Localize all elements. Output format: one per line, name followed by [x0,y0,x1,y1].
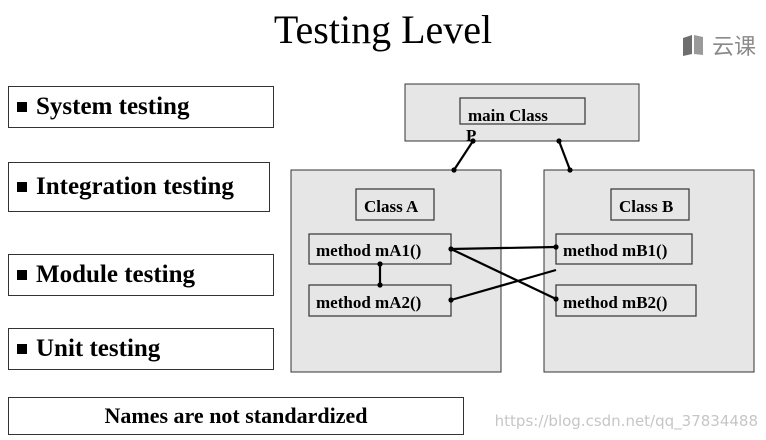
level-label: System testing [36,93,190,120]
junction-dots [377,138,573,303]
bullet-icon [17,102,27,112]
connector-ma2-to-mb2 [450,268,557,302]
note-box: Names are not standardized [8,397,464,435]
method-mb2: method mB2() [563,293,667,312]
watermark-url: https://blog.csdn.net/qq_37834488 [494,412,758,430]
connector-main-to-class-a [453,140,474,171]
bullet-icon [17,344,27,354]
method-mb1-box [555,233,693,265]
connector-main-to-class-b [557,140,572,171]
bullet-icon [17,270,27,280]
class-a-name-box [355,188,435,221]
level-label: Unit testing [36,335,161,362]
method-ma1: method mA1() [316,241,421,260]
level-unit-testing: Unit testing [8,328,274,370]
main-class-suffix: P [466,126,476,145]
main-class-label: main Class [468,106,548,125]
book-icon [683,35,703,56]
class-b-panel [543,169,755,373]
level-label: Integration testing [36,173,234,200]
method-ma2: method mA2() [316,293,421,312]
main-class-box [459,97,586,125]
level-label: Module testing [36,261,196,288]
brand-watermark: 云课 [680,28,766,62]
connector-ma1-to-mb1 [450,245,557,251]
method-mb2-box [555,284,697,317]
method-ma2-box [308,284,452,317]
method-ma1-box [308,233,452,265]
page-title: Testing Level [273,7,493,52]
class-b-name-box [610,188,690,221]
connector-ma1-to-mb2 [450,248,557,300]
class-a-name: Class A [364,197,419,216]
level-module-testing: Module testing [8,254,274,296]
method-mb1: method mB1() [563,241,667,260]
level-system-testing: System testing [8,86,274,128]
class-b-name: Class B [619,197,673,216]
brand-text: 云课 [712,35,757,60]
bullet-icon [17,182,27,192]
level-integration-testing: Integration testing [8,162,270,212]
